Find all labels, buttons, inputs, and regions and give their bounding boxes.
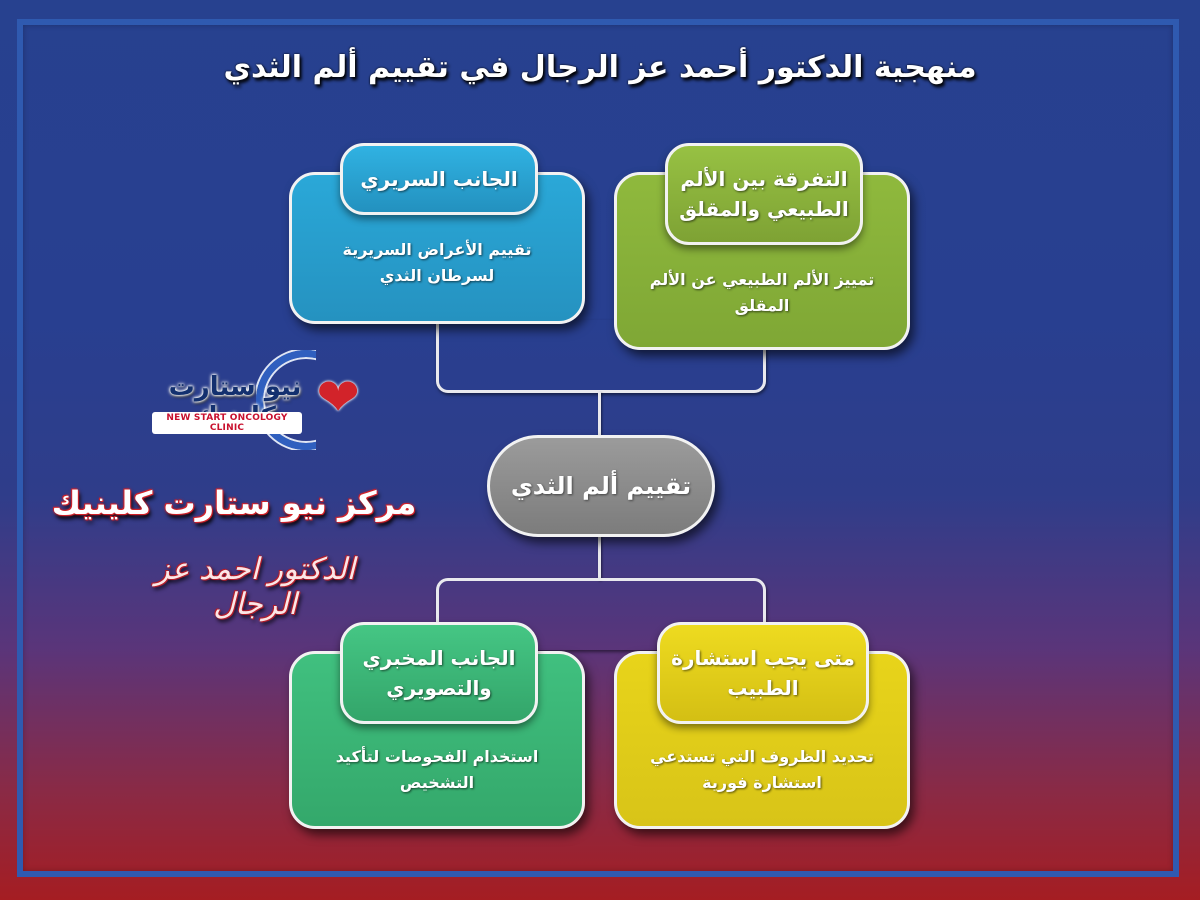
node-lab-imaging: الجانب المخبري والتصويري استخدام الفحوصا… — [289, 622, 585, 829]
top-connector-bracket — [436, 320, 766, 393]
diagram-title: منهجية الدكتور أحمد عز الرجال في تقييم أ… — [223, 50, 977, 85]
node-differentiation-description: تمييز الألم الطبيعي عن الألم المقلق — [649, 270, 875, 315]
top-connector-stem — [598, 392, 601, 437]
node-clinical: الجانب السريري تقييم الأعراض السريرية لس… — [289, 143, 585, 324]
doctor-name: الدكتور احمد عز الرجال — [154, 552, 356, 622]
node-consult-description: تحديد الظروف التي تستدعي استشارة فورية — [650, 747, 874, 792]
bottom-connector-bracket — [436, 578, 766, 650]
clinic-logo: ❤ نيو ستارت كلينيك NEW START ONCOLOGY CL… — [148, 350, 360, 450]
node-clinical-heading: الجانب السريري — [340, 143, 538, 215]
node-consult: متى يجب استشارة الطبيب تحديد الظروف التي… — [614, 622, 910, 829]
bottom-connector-stem — [598, 535, 601, 580]
node-consult-heading: متى يجب استشارة الطبيب — [657, 622, 869, 724]
center-node: تقييم ألم الثدي — [487, 435, 715, 537]
node-lab-imaging-heading: الجانب المخبري والتصويري — [340, 622, 538, 724]
logo-english-text: NEW START ONCOLOGY CLINIC — [152, 412, 302, 434]
center-name: مركز نيو ستارت كلينيك — [51, 484, 417, 522]
decorative-frame — [17, 19, 1179, 877]
node-clinical-description: تقييم الأعراض السريرية لسرطان الثدي — [342, 240, 532, 285]
heart-ribbon-icon: ❤ — [316, 368, 360, 428]
node-differentiation-heading: التفرقة بين الألم الطبيعي والمقلق — [665, 143, 863, 245]
node-differentiation: التفرقة بين الألم الطبيعي والمقلق تمييز … — [614, 143, 910, 350]
node-lab-imaging-description: استخدام الفحوصات لتأكيد التشخيص — [335, 747, 539, 792]
